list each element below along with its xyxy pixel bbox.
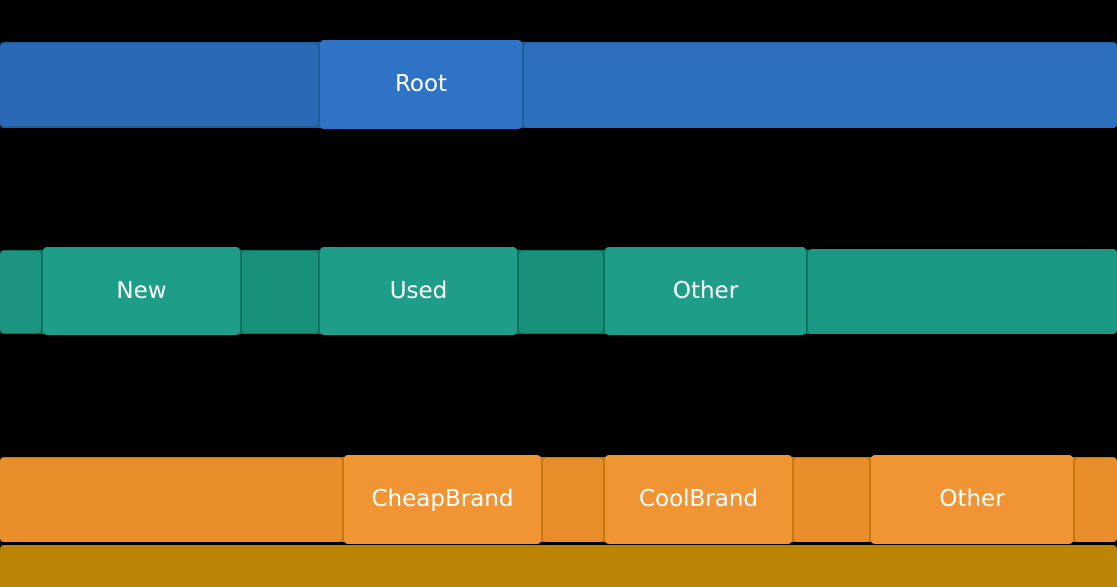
- leaf-level-base-bar: [0, 545, 1117, 587]
- icicle-node-cheapbrand[interactable]: CheapBrand: [344, 455, 541, 544]
- icicle-node-unlabeled[interactable]: [543, 458, 603, 542]
- segment-label: Root: [394, 71, 448, 97]
- segment-label: Used: [389, 277, 448, 304]
- icicle-node-used[interactable]: Used: [320, 247, 517, 335]
- icicle-node-unlabeled[interactable]: [808, 249, 1117, 334]
- icicle-node-unlabeled[interactable]: [794, 458, 869, 542]
- icicle-node-unlabeled[interactable]: [519, 251, 603, 333]
- icicle-node-new[interactable]: New: [43, 247, 240, 335]
- icicle-node-other[interactable]: Other: [871, 455, 1073, 544]
- icicle-node-coolbrand[interactable]: CoolBrand: [605, 455, 792, 544]
- icicle-node-unlabeled[interactable]: [1075, 458, 1117, 542]
- icicle-node-unlabeled[interactable]: [524, 43, 1117, 128]
- icicle-node-other[interactable]: Other: [605, 247, 806, 335]
- icicle-node-root[interactable]: Root: [320, 40, 522, 129]
- segment-label: CoolBrand: [638, 486, 759, 512]
- icicle-node-unlabeled[interactable]: [0, 44, 318, 126]
- icicle-node-unlabeled[interactable]: [0, 251, 41, 333]
- segment-label: New: [116, 277, 167, 304]
- segment-label: Other: [939, 486, 1005, 512]
- segment-label: CheapBrand: [371, 486, 514, 512]
- icicle-node-unlabeled[interactable]: [0, 458, 342, 542]
- icicle-node-unlabeled[interactable]: [242, 251, 318, 333]
- segment-label: Other: [672, 277, 739, 304]
